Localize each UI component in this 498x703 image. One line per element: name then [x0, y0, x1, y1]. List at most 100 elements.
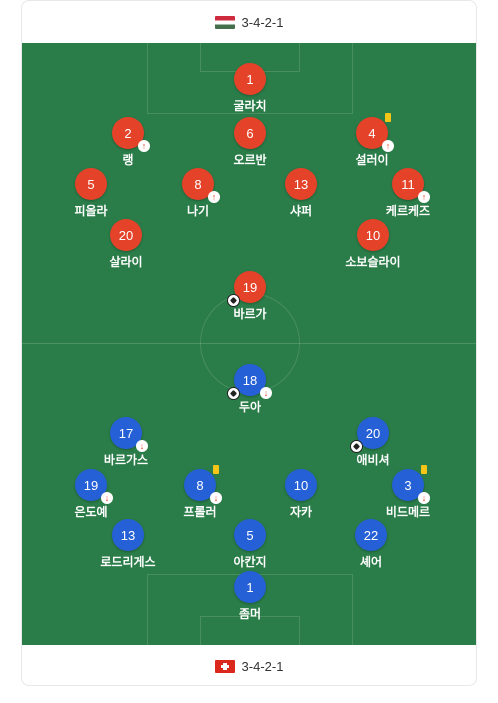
home-team-header: 3-4-2-1: [22, 1, 476, 43]
player-name: 샤퍼: [289, 204, 313, 218]
home-player[interactable]: 19 바르가: [200, 271, 300, 322]
away-player[interactable]: 3↓비드메르: [358, 465, 458, 520]
player-number-badge: 20: [110, 219, 142, 251]
player-number-badge: 19: [227, 271, 266, 307]
home-player[interactable]: 4↑설러이: [322, 113, 422, 168]
player-number: 10: [293, 477, 309, 493]
yellow-card-icon: [213, 465, 219, 474]
away-team-header: 3-4-2-1: [22, 645, 476, 685]
player-name: 오르반: [233, 153, 267, 167]
player-name: 자카: [289, 505, 313, 519]
player-name: 굴라치: [233, 99, 267, 113]
player-number: 20: [118, 227, 134, 243]
player-number: 5: [87, 176, 95, 192]
goal-ball-icon: [227, 387, 240, 400]
player-number: 13: [293, 176, 309, 192]
away-player[interactable]: 17↓바르가스: [76, 417, 176, 468]
player-number-badge: 8↑: [182, 168, 220, 203]
player-number: 5: [246, 527, 254, 543]
home-player[interactable]: 2↑랭: [78, 117, 178, 168]
player-name: 은도예: [74, 505, 108, 519]
yellow-card-icon: [421, 465, 427, 474]
player-number-badge: 10: [357, 219, 389, 251]
player-number-badge: 2↑: [112, 117, 150, 152]
player-number-badge: 19↓: [75, 469, 113, 504]
home-player[interactable]: 20 살라이: [76, 219, 176, 270]
home-player[interactable]: 10 소보슬라이: [323, 219, 423, 270]
away-goal-area: [200, 616, 300, 645]
player-number-badge: 22: [355, 519, 387, 551]
player-name: 애비셔: [356, 453, 390, 467]
player-number-badge: 13: [112, 519, 144, 551]
player-name: 바르가: [233, 307, 267, 321]
player-name: 로드리게스: [100, 555, 156, 569]
player-number: 17: [118, 425, 134, 441]
player-number-badge: 6: [234, 117, 266, 149]
sub-up-arrow-icon: ↑: [208, 191, 220, 203]
player-number: 1: [246, 71, 254, 87]
player-number: 4: [368, 125, 376, 141]
hungary-flag-icon: [214, 15, 235, 29]
sub-up-arrow-icon: ↑: [382, 140, 394, 152]
away-player[interactable]: 5 아칸지: [200, 519, 300, 570]
player-number: 18: [242, 372, 258, 388]
player-number: 10: [365, 227, 381, 243]
sub-up-arrow-icon: ↑: [418, 191, 430, 203]
away-player[interactable]: 10 자카: [251, 469, 351, 520]
away-player[interactable]: 13 로드리게스: [78, 519, 178, 570]
sub-down-arrow-icon: ↓: [260, 387, 272, 399]
player-number: 8: [194, 176, 202, 192]
player-name: 셰어: [359, 555, 383, 569]
player-number-badge: 1: [234, 63, 266, 95]
player-number-badge: 4↑: [356, 113, 394, 152]
player-name: 아칸지: [233, 555, 267, 569]
home-player[interactable]: 8↑나기: [148, 168, 248, 219]
player-name: 프롤러: [183, 505, 217, 519]
sub-down-arrow-icon: ↓: [101, 492, 113, 504]
player-number: 22: [363, 527, 379, 543]
player-number-badge: 1: [234, 571, 266, 603]
player-number-badge: 5: [234, 519, 266, 551]
player-number: 11: [401, 176, 415, 192]
player-name: 두아: [238, 400, 262, 414]
player-number-badge: 8↓: [184, 465, 222, 504]
player-number-badge: 11↑: [392, 168, 430, 203]
player-number: 13: [120, 527, 136, 543]
away-formation: 3-4-2-1: [241, 658, 284, 674]
player-number: 6: [246, 125, 254, 141]
player-number-badge: 20: [350, 417, 389, 453]
away-player[interactable]: 22 셰어: [321, 519, 421, 570]
goal-ball-icon: [227, 294, 240, 307]
player-number: 19: [242, 279, 258, 295]
away-player[interactable]: 20 애비셔: [323, 417, 423, 468]
player-name: 바르가스: [103, 453, 149, 467]
away-player[interactable]: 18↓두아: [200, 364, 300, 415]
player-name: 설러이: [355, 153, 389, 167]
player-name: 피올라: [74, 204, 108, 218]
home-player[interactable]: 5 피올라: [41, 168, 141, 219]
sub-down-arrow-icon: ↓: [418, 492, 430, 504]
goal-ball-icon: [350, 440, 363, 453]
player-number: 8: [196, 477, 204, 493]
home-penalty-area: [147, 43, 353, 114]
player-name: 살라이: [109, 255, 143, 269]
home-player[interactable]: 13 샤퍼: [251, 168, 351, 219]
player-name: 소보슬라이: [345, 255, 401, 269]
player-number: 20: [365, 425, 381, 441]
home-player[interactable]: 6 오르반: [200, 117, 300, 168]
player-number-badge: 10: [285, 469, 317, 501]
home-player[interactable]: 1 굴라치: [200, 63, 300, 114]
sub-up-arrow-icon: ↑: [138, 140, 150, 152]
yellow-card-icon: [385, 113, 391, 122]
home-player[interactable]: 11↑케르케즈: [358, 168, 458, 219]
player-number: 2: [124, 125, 132, 141]
away-player[interactable]: 19↓은도예: [41, 469, 141, 520]
sub-down-arrow-icon: ↓: [136, 440, 148, 452]
sub-down-arrow-icon: ↓: [210, 492, 222, 504]
player-number-badge: 3↓: [392, 465, 430, 504]
away-player[interactable]: 8↓프롤러: [150, 465, 250, 520]
home-formation: 3-4-2-1: [241, 14, 284, 30]
player-name: 나기: [186, 204, 210, 218]
